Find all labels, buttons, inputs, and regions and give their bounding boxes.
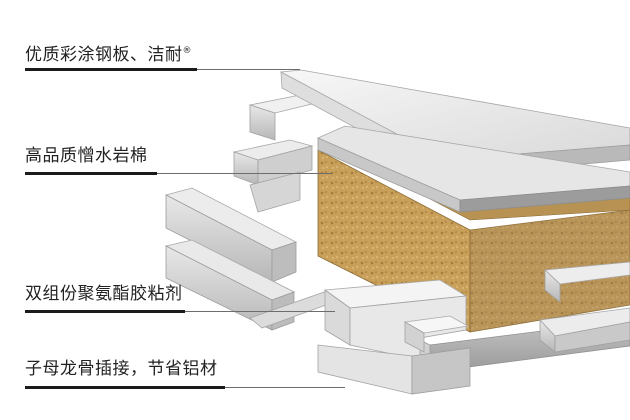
rule-steel-sheet-thick [25,68,197,71]
rule-adhesive-thin [185,311,335,312]
upper-aluminium-rail [232,94,322,213]
middle-steel-sheet [317,125,630,213]
label-steel-sheet: 优质彩涂钢板、洁耐® [25,40,192,66]
rule-adhesive-thick [25,310,185,313]
tongue-groove-connector [317,279,471,395]
label-rock-wool: 高品质憎水岩棉 [25,145,148,167]
rule-rock-wool-thin [157,173,332,174]
rule-rock-wool-thick [25,172,157,175]
rule-interlock-thick [25,386,225,389]
rule-interlock-thin [225,387,345,388]
registered-mark: ® [182,46,192,56]
label-interlock: 子母龙骨插接，节省铝材 [25,358,218,380]
rule-steel-sheet-thin [197,69,300,70]
label-interlock-text: 子母龙骨插接，节省铝材 [25,359,218,379]
label-adhesive-text: 双组份聚氨酯胶粘剂 [25,284,183,304]
label-steel-sheet-text: 优质彩涂钢板、洁耐 [25,45,183,65]
left-aluminium-profiles [164,187,341,331]
label-rock-wool-text: 高品质憎水岩棉 [25,146,148,166]
label-adhesive: 双组份聚氨酯胶粘剂 [25,283,183,305]
right-aluminium-rail [539,261,630,353]
